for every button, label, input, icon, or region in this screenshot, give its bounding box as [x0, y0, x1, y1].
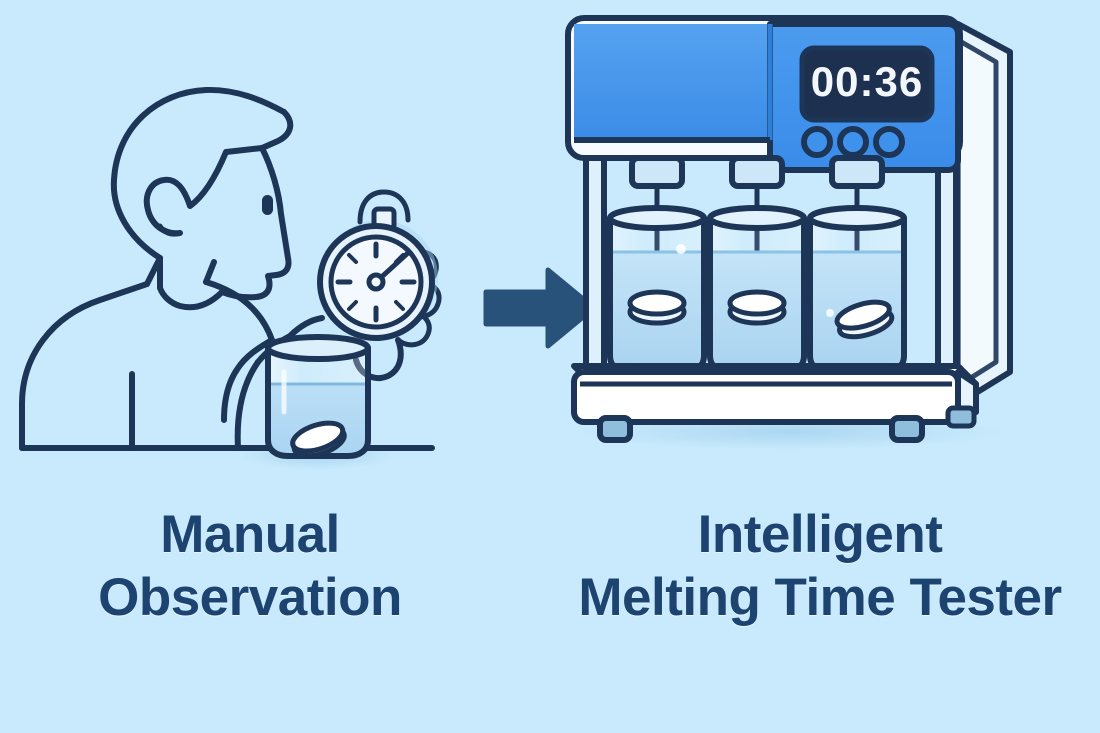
stopwatch [317, 189, 438, 341]
beaker-rim [265, 334, 371, 362]
foot-right [889, 415, 925, 443]
upper-arm [221, 337, 275, 423]
beaker [265, 334, 371, 459]
beaker-2 [707, 205, 807, 375]
caption-tester-line2: Melting Time Tester [578, 567, 1062, 627]
tablet-3 [834, 299, 895, 340]
bubble-2 [826, 309, 834, 317]
control-knob-1[interactable] [801, 126, 833, 158]
chin-jaw [157, 255, 225, 311]
foot-left [597, 415, 633, 443]
tablet-1 [627, 289, 687, 326]
probe-mount-2 [729, 155, 785, 189]
forearm [234, 359, 261, 451]
bubble-1 [676, 244, 686, 254]
control-knob-2[interactable] [837, 126, 869, 158]
beaker-3 [807, 205, 907, 375]
stopwatch-pivot [366, 272, 386, 292]
digital-display [799, 45, 935, 123]
beaker-3-rim [807, 205, 907, 231]
hand-palm [287, 315, 325, 339]
foot-back-right [945, 405, 977, 429]
probe-mount-3 [829, 155, 885, 189]
tablet [290, 420, 347, 459]
caption-tester: Intelligent Melting Time Tester [540, 504, 1100, 629]
beaker-1-rim [607, 205, 707, 231]
caption-manual-line1: Manual [160, 505, 340, 564]
head-outline [110, 86, 287, 261]
machine-side-shell-inner [955, 37, 999, 389]
intelligent-tester-scene: 00:36 [540, 0, 1100, 733]
support-column-left [583, 127, 607, 383]
machine-head-unit: 00:36 [565, 15, 963, 173]
right-arrow [483, 267, 597, 349]
man-profile [19, 86, 294, 451]
instrument-base [571, 363, 979, 443]
ear [157, 223, 183, 237]
control-knob-3[interactable] [873, 126, 905, 158]
hair-sweep [143, 145, 265, 237]
display-value: 00:36 [811, 58, 923, 105]
probe-mount-1 [629, 155, 685, 189]
eye [262, 195, 273, 215]
face-profile [219, 109, 294, 301]
caption-manual: Manual Observation [0, 504, 500, 629]
torso [19, 281, 150, 451]
stopwatch-loop [357, 189, 411, 225]
right-arrow-shape [483, 267, 597, 349]
base-body [571, 369, 961, 425]
caption-manual-line2: Observation [98, 567, 402, 627]
manual-observation-scene: Manual Observation [0, 0, 500, 733]
control-knob-row[interactable] [801, 126, 905, 158]
head-panel-left [574, 24, 770, 140]
caption-tester-line1: Intelligent [697, 505, 943, 564]
shoulder-right [203, 279, 275, 343]
beaker-2-rim [707, 205, 807, 231]
beaker-1 [607, 205, 707, 375]
tablet-2 [727, 289, 787, 326]
